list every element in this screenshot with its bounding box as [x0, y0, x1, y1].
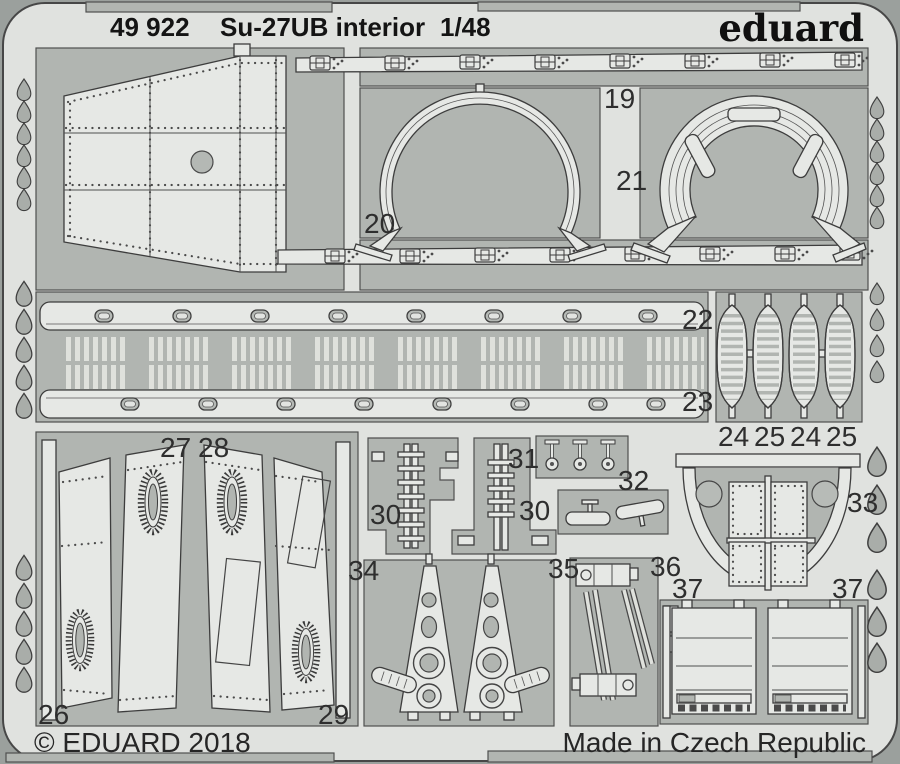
brand-logo: eduard: [718, 6, 864, 50]
cockpit-floor-panel-part: [63, 43, 287, 273]
part-label-27: 27: [160, 432, 191, 463]
ribbed-blade-parts-24-25: [716, 293, 856, 419]
part-label-19: 19: [604, 83, 635, 114]
part-label-25b: 25: [826, 421, 857, 452]
scale-label: 1/48: [440, 12, 491, 42]
bracket-parts-30: [371, 443, 549, 551]
part-label-20: 20: [364, 208, 395, 239]
header: 49 922 Su-27UB interior 1/48 eduard: [110, 6, 864, 50]
part-label-21: 21: [616, 165, 647, 196]
sidewall-rail-part-23: [39, 389, 705, 419]
part-label-30a: 30: [370, 499, 401, 530]
part-label-26: 26: [38, 699, 69, 730]
part-label-22: 22: [682, 304, 713, 335]
part-label-35: 35: [548, 553, 579, 584]
frame-tabs: [5, 1, 873, 763]
part-label-33: 33: [847, 487, 878, 518]
part-number-labels: 19 20 21 22 23 24 25 24 25 26 27 28 29 3…: [38, 83, 878, 730]
hinge-rail-top: [295, 51, 870, 73]
part-label-31: 31: [508, 443, 539, 474]
part-label-25a: 25: [754, 421, 785, 452]
rudder-pedal-parts-34: [371, 553, 550, 721]
copyright-text: © EDUARD 2018: [34, 727, 251, 758]
product-title: Su-27UB interior: [220, 12, 425, 42]
side-console-panels-26-29: [41, 439, 351, 721]
part-label-36: 36: [650, 551, 681, 582]
part-label-29: 29: [318, 699, 349, 730]
part-label-24b: 24: [790, 421, 821, 452]
part-label-24a: 24: [718, 421, 749, 452]
part-label-34: 34: [348, 555, 379, 586]
bulkhead-part-33: [675, 453, 861, 591]
part-label-37a: 37: [672, 573, 703, 604]
made-in-text: Made in Czech Republic: [563, 727, 867, 758]
part-label-32: 32: [618, 465, 649, 496]
canopy-frame-part-20: [353, 83, 607, 262]
part-label-23: 23: [682, 386, 713, 417]
part-label-37b: 37: [832, 573, 863, 604]
footer: © EDUARD 2018 Made in Czech Republic: [34, 727, 866, 758]
sidewall-rail-part-22: [39, 301, 705, 331]
lever-parts-32: [565, 499, 665, 527]
part-label-28: 28: [198, 432, 229, 463]
canopy-frame-part-21: [630, 95, 867, 264]
part-label-30b: 30: [519, 495, 550, 526]
instrument-panels-37: [662, 599, 866, 719]
catalog-number: 49 922: [110, 12, 190, 42]
